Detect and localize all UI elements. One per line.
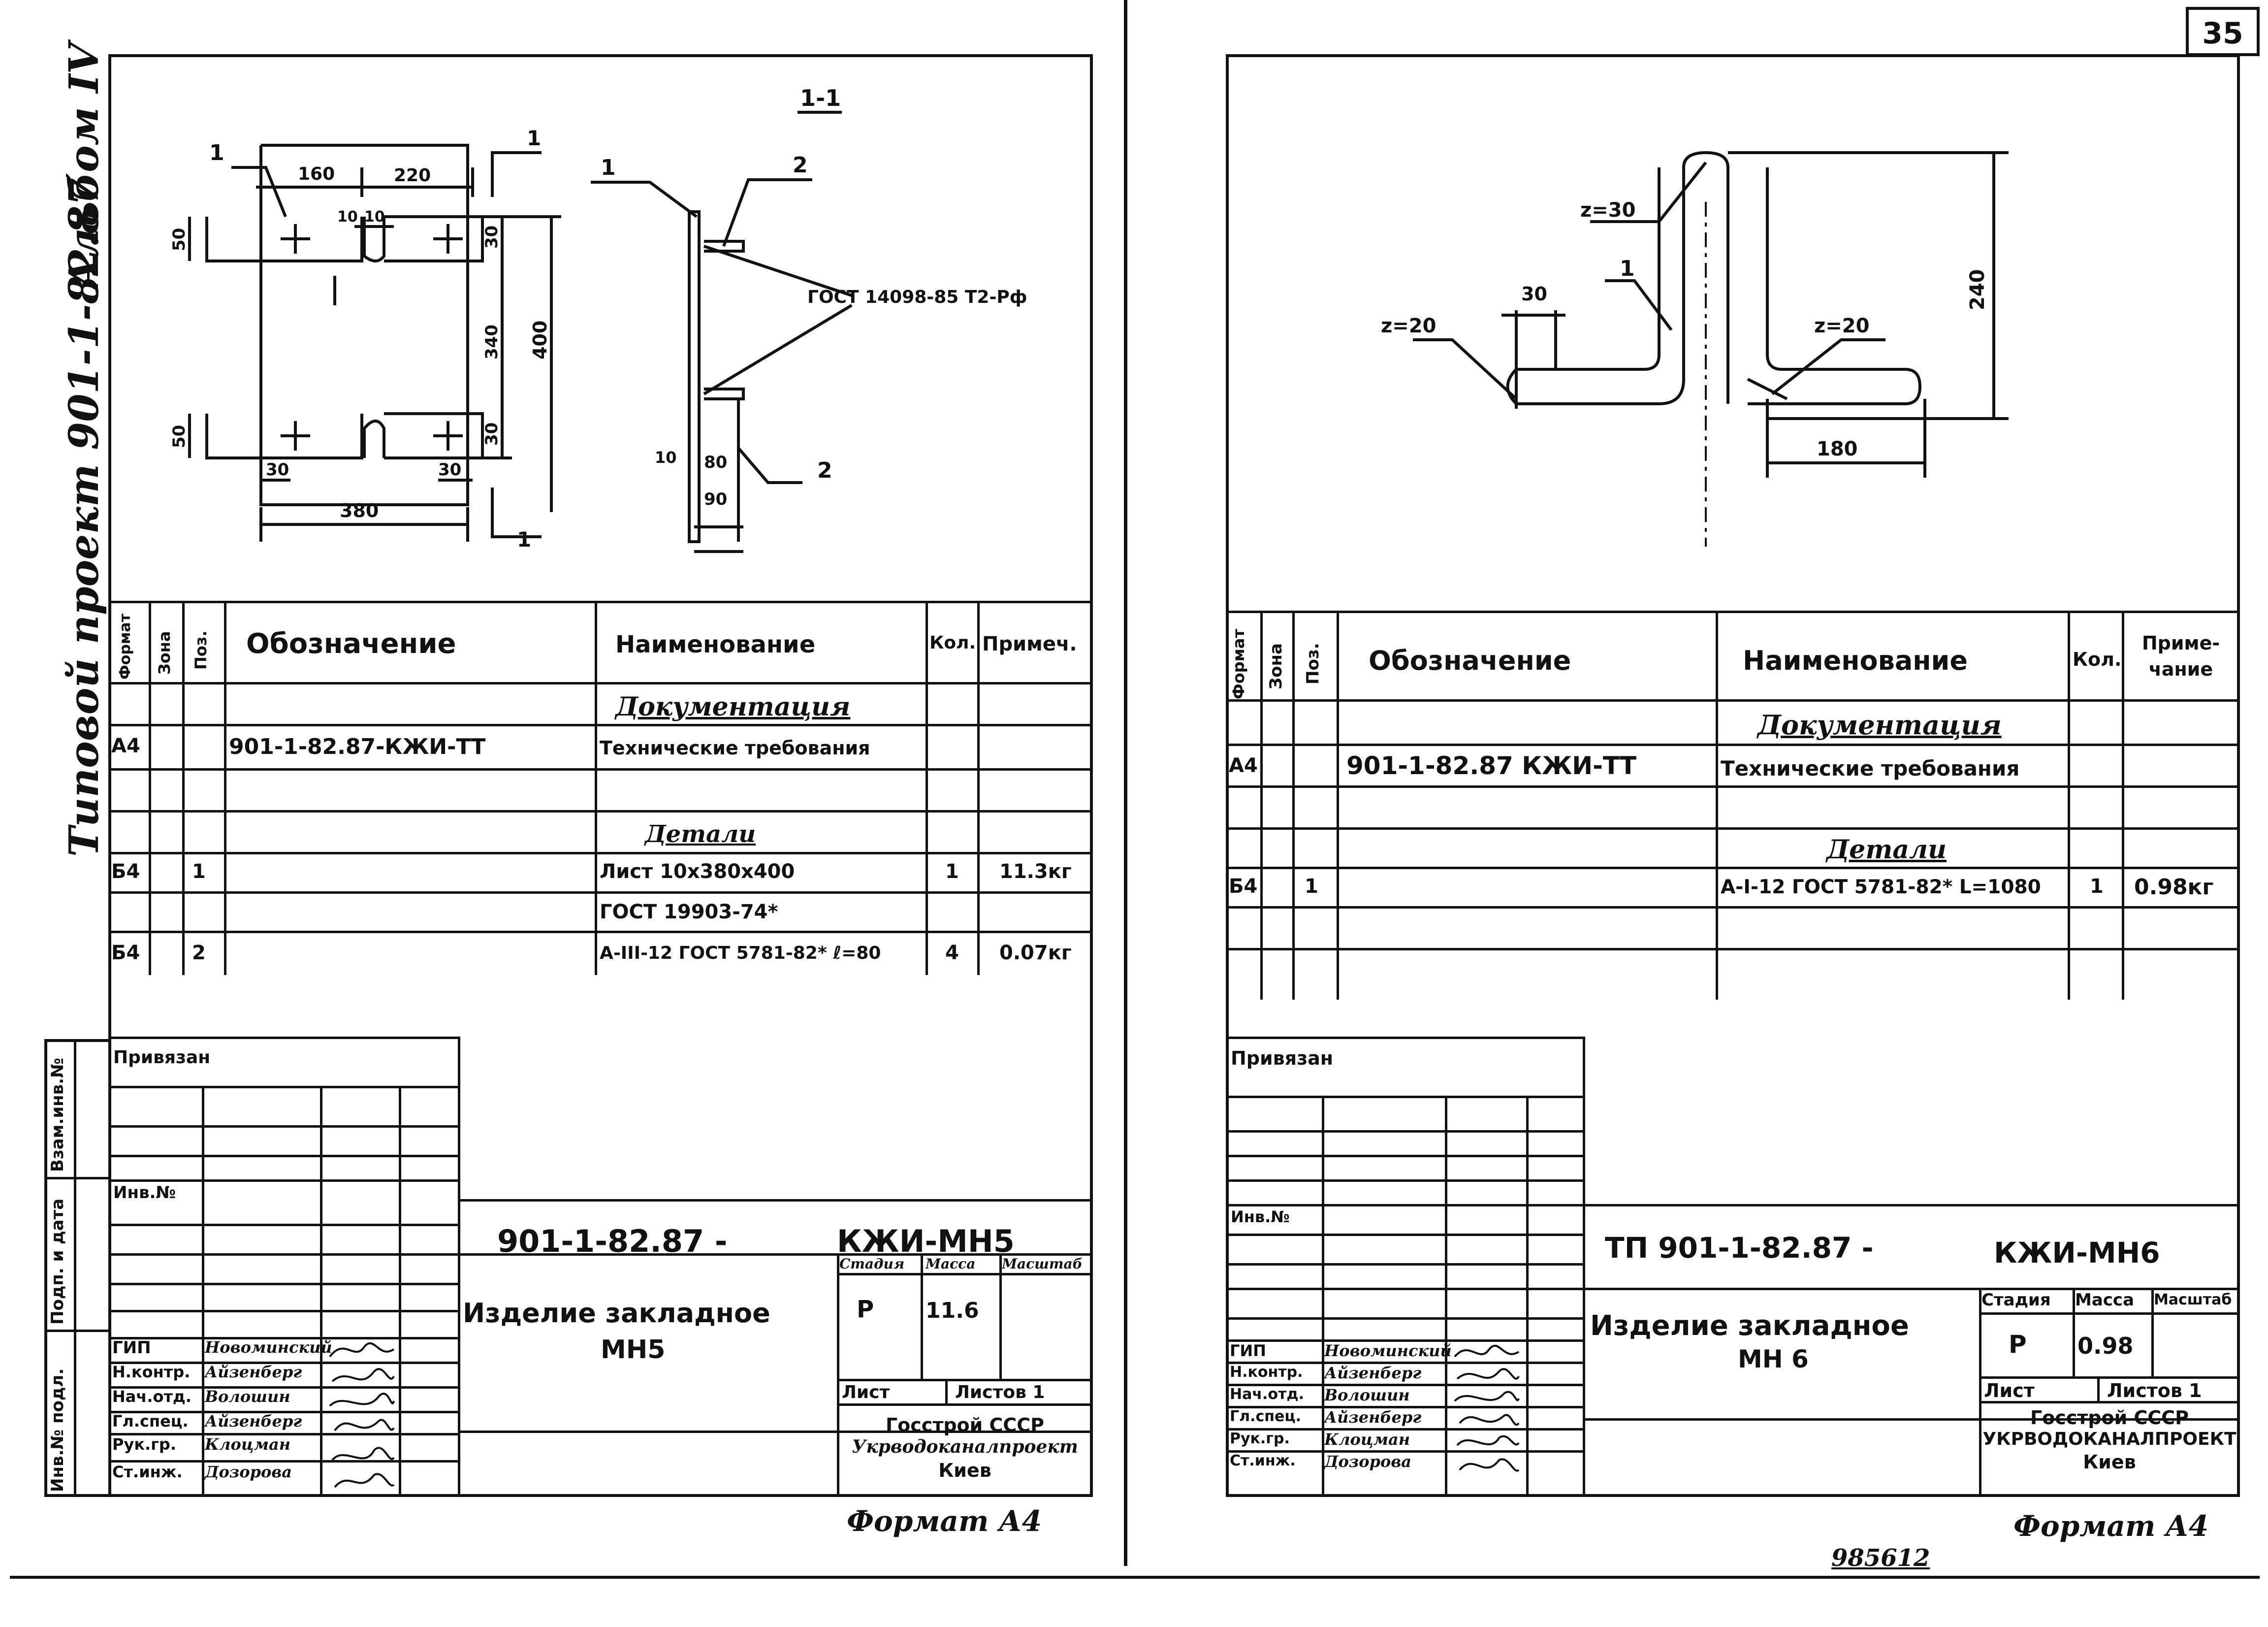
center-divider	[1124, 0, 1127, 1566]
svg-text:1: 1	[601, 155, 616, 180]
right-stamp-code: ТП 901-1-82.87 -	[1605, 1231, 1874, 1265]
svg-text:80: 80	[704, 453, 727, 472]
svg-text:z=20: z=20	[1814, 315, 1869, 337]
right-drawing: z=30 1 z=20 30 z=20 240 180	[1381, 151, 2009, 547]
svg-text:30: 30	[482, 423, 502, 446]
right-spec-table: Формат Зона Поз. Обозначение Наименовани…	[1226, 611, 2240, 1000]
svg-text:10: 10	[655, 448, 677, 467]
left-format: Формат А4	[847, 1504, 1042, 1538]
left-section-label: 1-1	[800, 85, 841, 111]
left-title-block: Привязан Инв.№ ГИП Н.контр. Нач.отд. Гл.…	[108, 1037, 1093, 1497]
right-hdr-designation: Обозначение	[1369, 645, 1571, 676]
bottom-rule	[10, 1576, 2260, 1579]
svg-text:340: 340	[482, 325, 502, 359]
svg-text:30: 30	[438, 460, 461, 480]
svg-text:1: 1	[527, 126, 541, 150]
svg-text:400: 400	[529, 321, 551, 359]
right-signatures	[1454, 1344, 1520, 1472]
left-hdr-designation: Обозначение	[246, 628, 456, 660]
svg-text:1: 1	[1620, 256, 1635, 281]
left-stamp-title: Изделие закладное	[463, 1298, 770, 1329]
svg-text:30: 30	[482, 226, 502, 249]
side-album-title: Альбом IV	[61, 42, 108, 291]
svg-text:z=20: z=20	[1381, 315, 1436, 337]
svg-text:2: 2	[793, 153, 808, 178]
left-spec-table: Формат Зона Поз. Обозначение Наименовани…	[108, 601, 1093, 980]
svg-text:380: 380	[340, 500, 379, 521]
svg-text:30: 30	[266, 460, 289, 480]
left-stamp-code-right: КЖИ-МН5	[837, 1223, 1015, 1259]
right-stamp-title: Изделие закладное	[1590, 1310, 1909, 1342]
left-side-stamp	[44, 1039, 111, 1497]
side-inv: Инв.№ подл.	[48, 1368, 67, 1492]
svg-text:240: 240	[1966, 269, 1989, 311]
archive-number: 985612	[1831, 1544, 1930, 1572]
svg-text:10: 10	[364, 208, 385, 226]
svg-text:z=30: z=30	[1580, 199, 1635, 222]
svg-text:90: 90	[704, 489, 727, 509]
page-number: 35	[2202, 16, 2243, 51]
right-stamp-code-right: КЖИ-МН6	[1994, 1236, 2160, 1269]
left-drawing: 160 220 10 10 50 50 30 340 30 400 30 30 …	[169, 85, 1027, 553]
svg-text:50: 50	[169, 228, 189, 251]
svg-text:1: 1	[209, 140, 224, 165]
svg-text:10: 10	[337, 208, 358, 226]
left-dim-160: 160	[298, 164, 335, 184]
page-number-box: 35	[2186, 7, 2260, 56]
left-signatures	[329, 1342, 395, 1488]
svg-text:50: 50	[169, 425, 189, 448]
svg-text:2: 2	[817, 458, 832, 483]
right-hdr-name: Наименование	[1743, 645, 1968, 676]
svg-text:180: 180	[1817, 438, 1858, 460]
side-vzam: Взам.инв.№	[48, 1058, 67, 1172]
side-podp: Подп. и дата	[48, 1198, 67, 1325]
left-dim-220: 220	[394, 165, 431, 186]
left-hdr-name: Наименование	[615, 631, 816, 658]
right-sheet-frame	[1226, 54, 2240, 1497]
svg-text:1: 1	[517, 527, 531, 552]
left-weld-gost: ГОСТ 14098-85 Т2-Рф	[807, 287, 1027, 307]
left-sheet-frame	[108, 54, 1093, 1497]
right-title-block: Привязан Инв.№ ГИП Н.контр. Нач.отд. Гл.…	[1226, 1037, 2240, 1497]
right-format: Формат А4	[2013, 1509, 2209, 1543]
svg-text:30: 30	[1521, 283, 1547, 305]
left-stamp-code: 901-1-82.87 -	[497, 1223, 728, 1259]
